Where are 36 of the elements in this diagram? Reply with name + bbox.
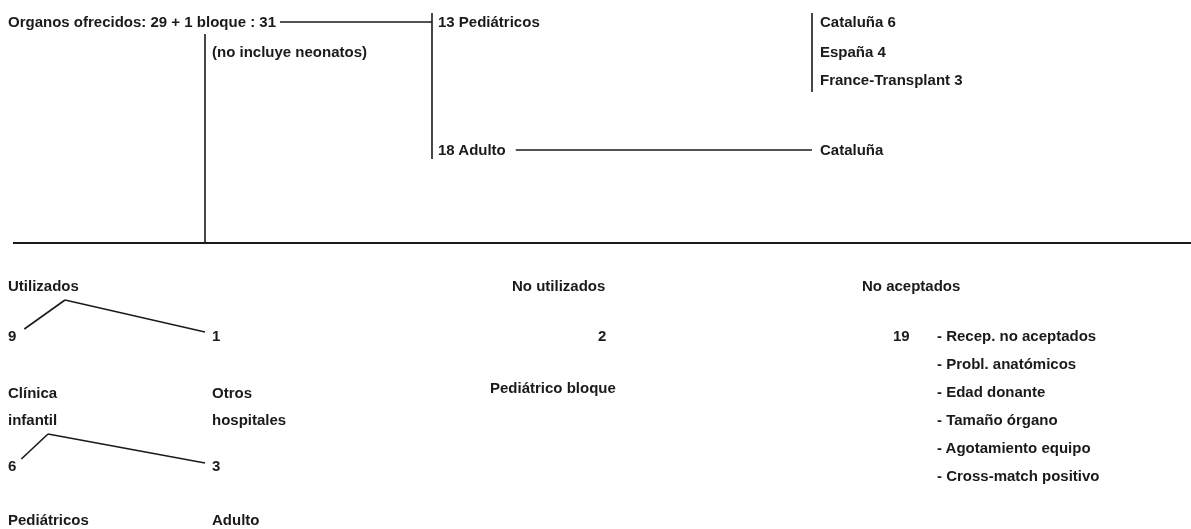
- reason-item: - Cross-match positivo: [937, 467, 1100, 485]
- node-text: 9: [8, 327, 17, 345]
- destination-label: Otros hospitales: [212, 383, 288, 430]
- node-text: Utilizados: [8, 277, 79, 295]
- note-text: (no incluye neonatos): [212, 43, 367, 61]
- node-text: Clínica infantil: [8, 383, 59, 430]
- region-count: España 4: [820, 43, 886, 61]
- category-heading: No aceptados: [862, 277, 961, 295]
- count-value: 2: [598, 327, 607, 345]
- reason-item: - Probl. anatómicos: [937, 355, 1077, 373]
- node-text: 18 Adulto: [438, 141, 506, 159]
- category-label: Pediátrico bloque: [490, 379, 616, 397]
- node-text: Organos ofrecidos: 29 + 1 bloque : 31: [8, 13, 276, 31]
- reason-item: - Edad donante: [937, 383, 1046, 401]
- connector-line: [515, 149, 813, 151]
- node-text: 13 Pediátricos: [438, 13, 540, 31]
- branch-line: [20, 433, 49, 460]
- divider-bar: [13, 242, 1191, 244]
- reason-item: - Recep. no aceptados: [937, 327, 1097, 345]
- node-text: 1: [212, 327, 221, 345]
- category-heading: No utilizados: [512, 277, 606, 295]
- node-text: Cataluña: [820, 141, 884, 159]
- node-text: 6: [8, 457, 17, 475]
- reason-item: - Agotamiento equipo: [937, 439, 1091, 457]
- connector-line: [204, 33, 206, 243]
- reason-item: - Tamaño órgano: [937, 411, 1058, 429]
- region-count: Cataluña 6: [820, 13, 896, 31]
- category-label: Pediátricos: [8, 511, 89, 529]
- branch-line: [47, 433, 206, 464]
- bracket-connector: [279, 12, 433, 160]
- branch-line: [23, 299, 66, 330]
- category-label: Adulto: [212, 511, 260, 529]
- region-count: France-Transplant 3: [820, 71, 963, 89]
- count-value: 19: [893, 327, 910, 345]
- branch-line: [64, 299, 206, 333]
- node-text: 3: [212, 457, 221, 475]
